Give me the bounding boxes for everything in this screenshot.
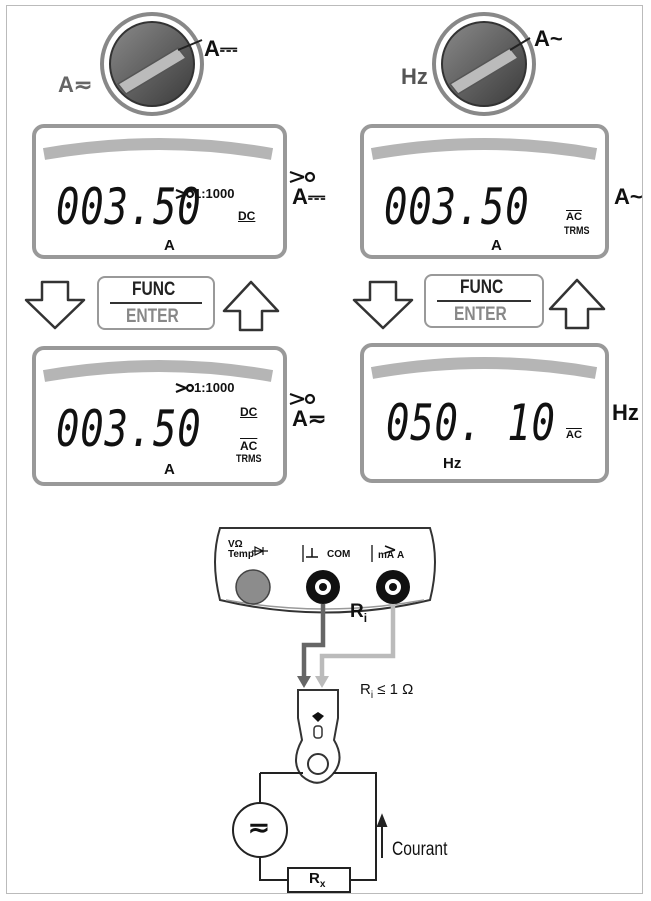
arrow-down-icon	[24, 280, 414, 330]
lcd-top-right-digits: 003.50	[384, 178, 530, 236]
dial-left-label-dc-current: A⎓	[204, 36, 238, 61]
ac-source-icon: ≂	[248, 812, 270, 842]
lcd-top-right-mode-trms: TRMS	[564, 225, 590, 237]
lcd-bottom-right-digits: 050. 10	[386, 394, 556, 452]
current-direction-label: Courant	[392, 839, 448, 860]
lcd-bottom-left-ratio: 1:1000	[194, 380, 235, 395]
lcd-bottom-right-mode-ac: AC	[566, 429, 582, 441]
clamp-icon	[175, 170, 316, 406]
func-label-left: FUNC	[132, 279, 176, 300]
jack-label-com: COM	[327, 549, 351, 560]
lcd-bottom-left-mode-ac: AC	[240, 439, 258, 453]
side-label-bottom-left: A≂	[292, 406, 327, 431]
lcd-bottom-left-mode-trms: TRMS	[236, 453, 262, 465]
jack-label-a: A	[397, 550, 405, 561]
func-label-right: FUNC	[460, 277, 504, 298]
lcd-top-left-digits: 003.50	[56, 178, 202, 236]
figure-frame	[6, 5, 643, 894]
func-enter-button-left	[97, 276, 215, 330]
meter-jack-panel	[214, 527, 436, 614]
arrow-up-icon	[222, 278, 606, 332]
test-leads	[297, 604, 396, 688]
lcd-bottom-left-mode-dc: DC	[240, 405, 258, 419]
rotary-dial-right	[432, 12, 536, 116]
rotary-dial-left	[100, 12, 204, 116]
side-label-bottom-right: Hz	[612, 400, 639, 425]
jack-label-voltage-temp: VΩ Temp	[228, 539, 254, 560]
side-label-top-left: A⎓	[292, 184, 326, 209]
lcd-top-left	[32, 124, 287, 259]
dial-left-label-acdc-current: A≂	[58, 72, 93, 97]
load-resistor-label: Rx	[309, 870, 326, 890]
lcd-top-left-ratio: 1:1000	[194, 186, 235, 201]
func-enter-button-right	[424, 274, 544, 328]
lcd-bottom-left-unit: A	[164, 461, 175, 478]
lcd-top-right	[360, 124, 609, 259]
dial-right-label-ac-current: A~	[534, 26, 563, 51]
lcd-top-right-unit: A	[491, 237, 502, 254]
lcd-bottom-left	[32, 346, 287, 486]
enter-label-right: ENTER	[454, 304, 507, 325]
clamp-probe	[295, 689, 341, 784]
resistance-condition-label: Ri ≤ 1 Ω	[360, 681, 414, 701]
lcd-top-right-mode-ac: AC	[566, 211, 582, 223]
lcd-top-left-unit: A	[164, 237, 175, 254]
enter-label-left: ENTER	[126, 306, 179, 327]
side-label-top-right: A~	[614, 184, 643, 209]
lcd-top-left-mode-dc: DC	[238, 209, 256, 223]
lcd-bottom-right-unit: Hz	[443, 455, 462, 472]
measurement-circuit	[232, 772, 388, 893]
internal-resistance-label: Ri	[350, 601, 368, 625]
lcd-bottom-right	[360, 343, 609, 483]
lcd-bottom-left-digits: 003.50	[56, 400, 202, 458]
jack-label-ma: mA	[378, 550, 395, 561]
dial-right-label-frequency: Hz	[401, 64, 428, 89]
